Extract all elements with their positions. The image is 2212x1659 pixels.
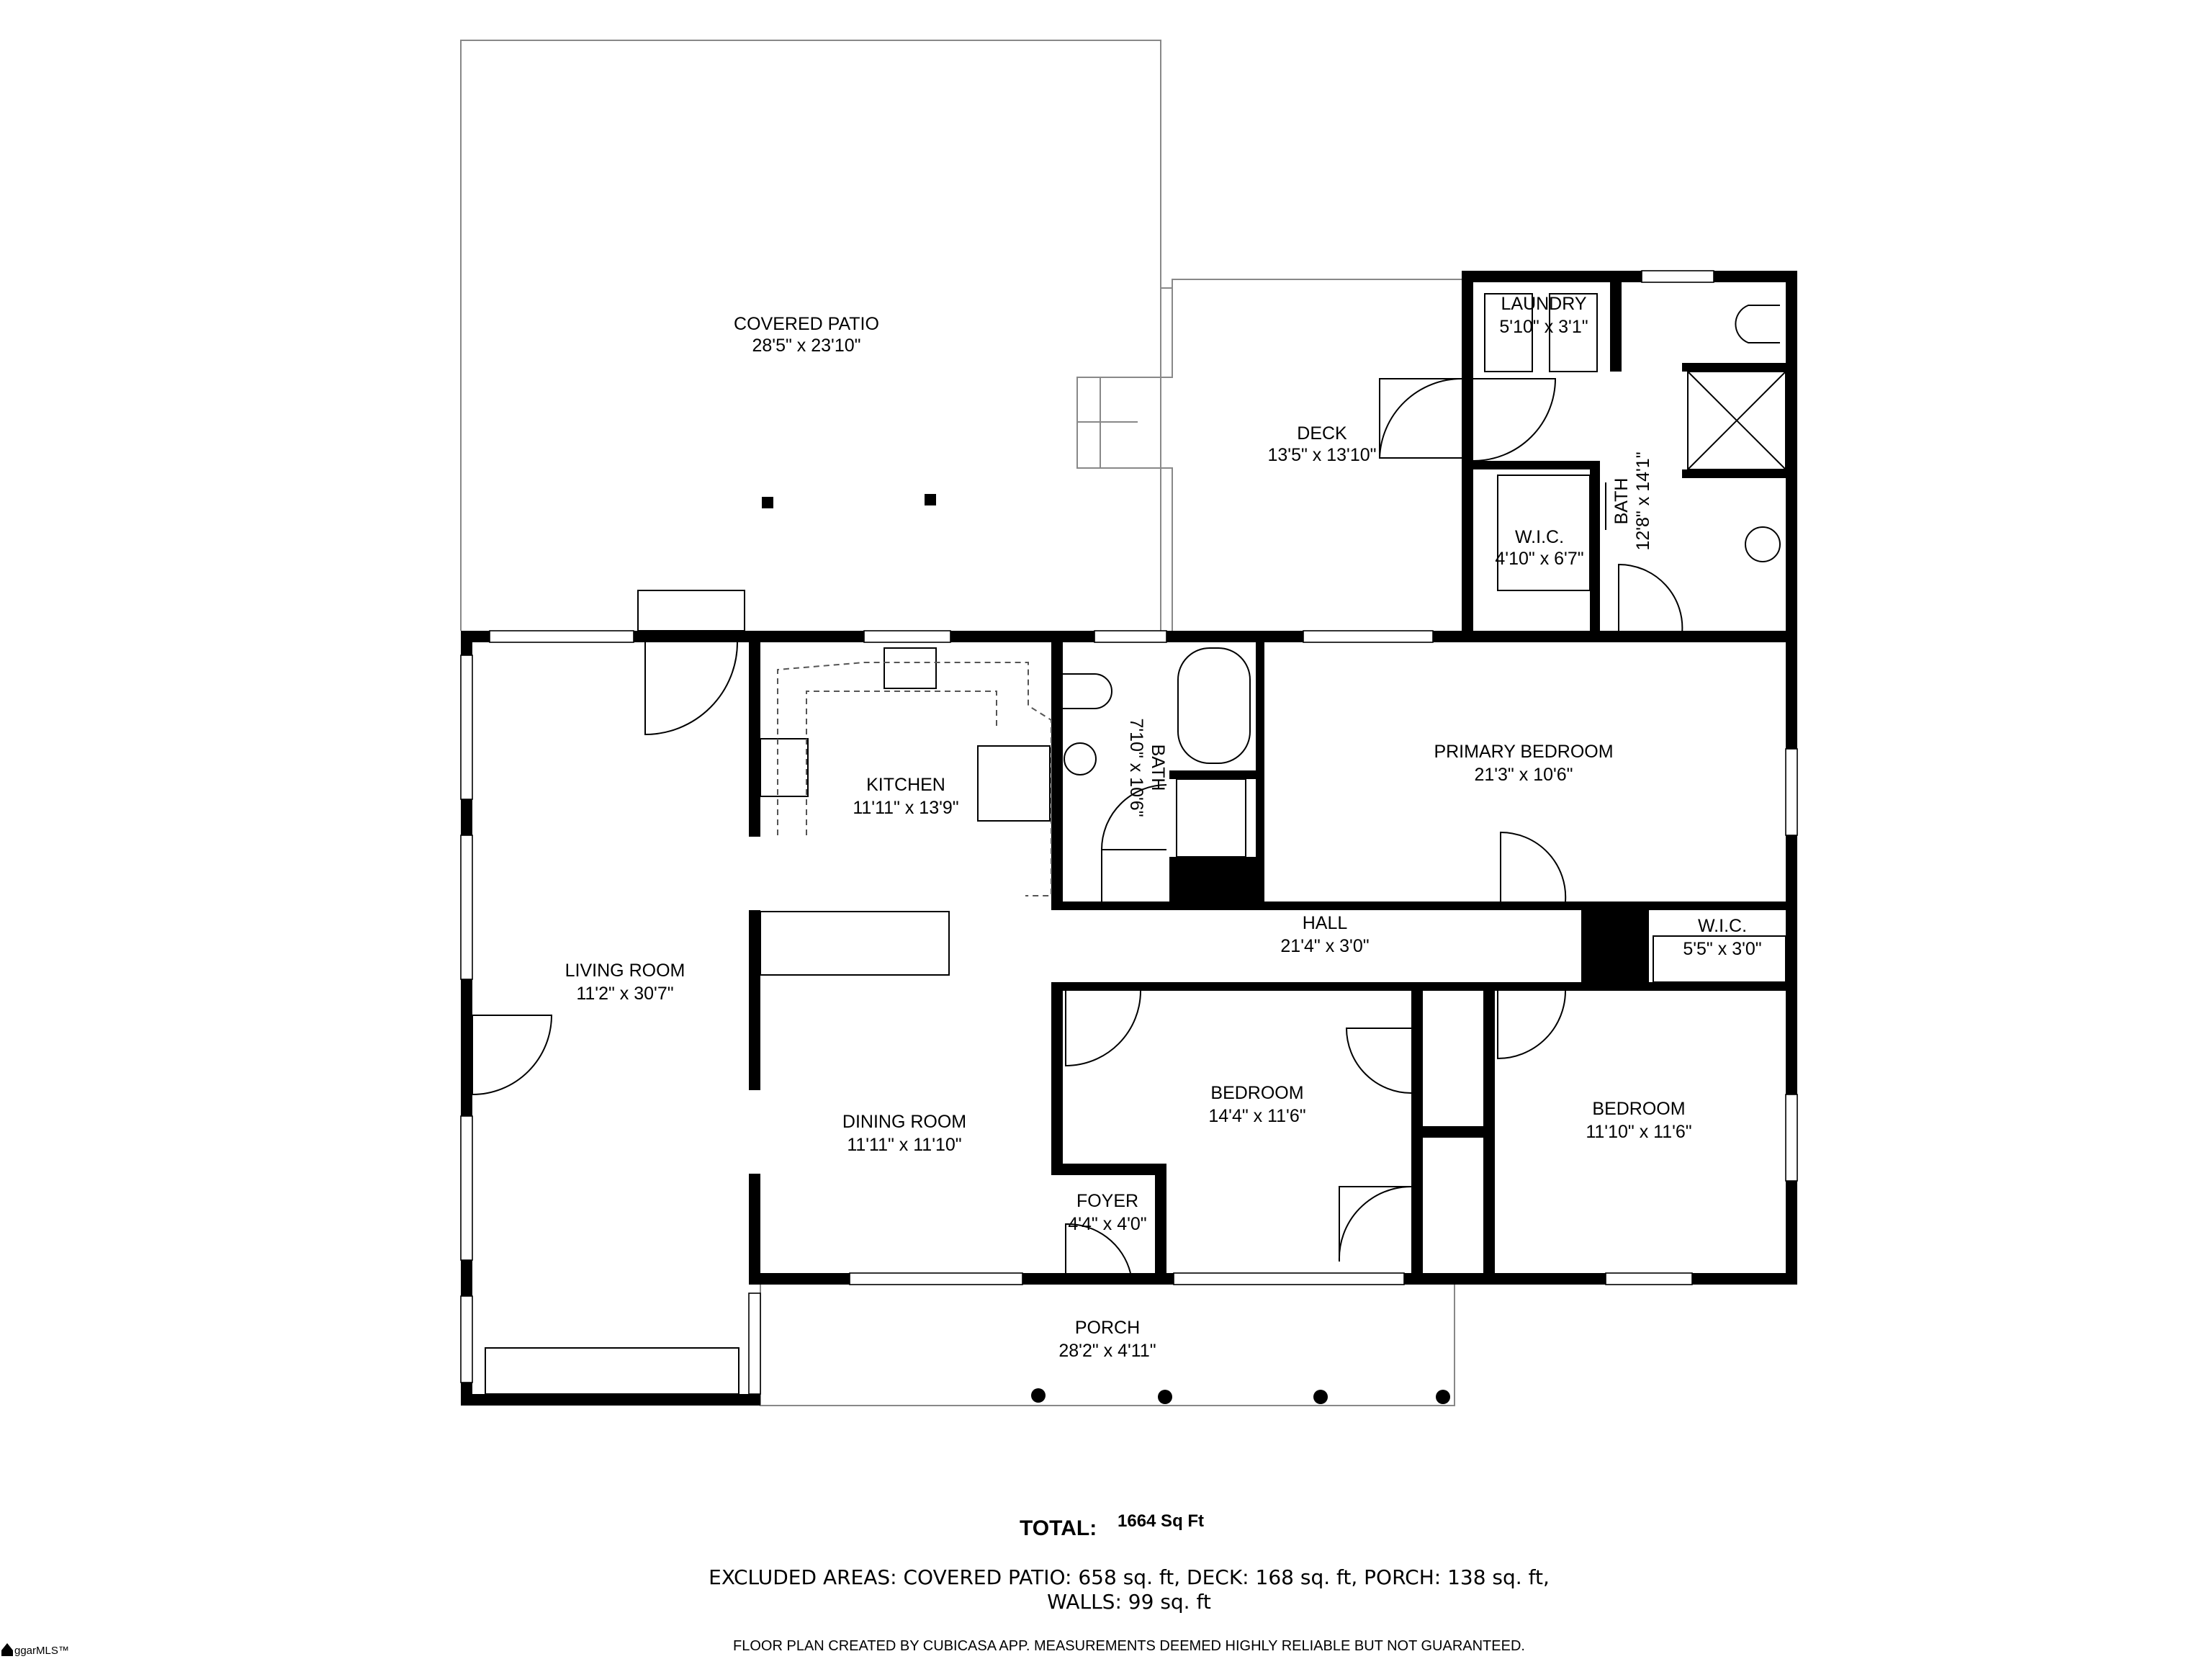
svg-text:W.I.C.: W.I.C. [1698,916,1747,936]
svg-text:28'2" x 4'11": 28'2" x 4'11" [1058,1341,1156,1361]
fixtures [485,293,1786,1395]
watermark-text: ggarMLS™ [14,1645,69,1657]
room-primary-bath: BATH 12'8" x 14'1" [1611,451,1653,550]
svg-text:HALL: HALL [1303,913,1348,933]
svg-text:13'5" x 13'10": 13'5" x 13'10" [1267,445,1376,465]
svg-text:11'10" x 11'6": 11'10" x 11'6" [1586,1122,1691,1142]
svg-text:BEDROOM: BEDROOM [1592,1099,1685,1119]
house-logo-icon [1,1643,13,1656]
room-wic: W.I.C. 5'5" x 3'0" [1683,916,1761,959]
svg-text:11'11" x 11'10": 11'11" x 11'10" [847,1135,961,1155]
walls-area: WALLS: 99 sq. ft [1047,1590,1211,1614]
svg-text:21'4" x 3'0": 21'4" x 3'0" [1280,936,1369,956]
room-bedroom-2: BEDROOM 11'10" x 11'6" [1586,1099,1691,1142]
svg-text:W.I.C.: W.I.C. [1515,527,1564,547]
total-label: TOTAL: [1020,1516,1097,1540]
kitchen-counter-outline [777,662,1052,896]
svg-text:4'4" x 4'0": 4'4" x 4'0" [1068,1214,1146,1234]
svg-text:14'4" x 11'6": 14'4" x 11'6" [1208,1106,1305,1126]
total-value: 1664 Sq Ft [1118,1511,1204,1531]
room-living-room: LIVING ROOM 11'2" x 30'7" [565,961,685,1004]
svg-text:5'5" x 3'0": 5'5" x 3'0" [1683,939,1761,959]
excluded-areas: EXCLUDED AREAS: COVERED PATIO: 658 sq. f… [709,1565,1550,1589]
room-primary-bedroom: PRIMARY BEDROOM 21'3" x 10'6" [1434,742,1613,785]
svg-text:BEDROOM: BEDROOM [1210,1083,1303,1103]
svg-text:LIVING ROOM: LIVING ROOM [565,961,685,981]
svg-text:LAUNDRY: LAUNDRY [1501,294,1586,314]
svg-text:BATH: BATH [1611,478,1632,525]
room-hall: HALL 21'4" x 3'0" [1280,913,1369,956]
svg-text:BATH: BATH [1148,745,1168,791]
area-summary: TOTAL: 1664 Sq Ft EXCLUDED AREAS: COVERE… [709,1511,1550,1654]
svg-text:PORCH: PORCH [1075,1318,1140,1338]
room-foyer: FOYER 4'4" x 4'0" [1068,1191,1146,1234]
windows [460,270,1798,1395]
svg-text:DINING ROOM: DINING ROOM [842,1112,966,1132]
deck-outline [1076,279,1463,631]
mls-watermark: ggarMLS™ [1,1643,69,1657]
room-laundry: LAUNDRY 5'10" x 3'1" [1499,294,1588,337]
disclaimer: FLOOR PLAN CREATED BY CUBICASA APP. MEAS… [733,1638,1525,1654]
svg-text:12'8" x 14'1": 12'8" x 14'1" [1633,451,1653,550]
room-deck: DECK 13'5" x 13'10" [1267,423,1376,465]
room-bedroom-1: BEDROOM 14'4" x 11'6" [1208,1083,1305,1126]
svg-text:FOYER: FOYER [1076,1191,1138,1211]
svg-text:28'5" x 23'10": 28'5" x 23'10" [752,336,860,356]
room-dining-room: DINING ROOM 11'11" x 11'10" [842,1112,966,1155]
svg-text:PRIMARY BEDROOM: PRIMARY BEDROOM [1434,742,1613,762]
svg-text:11'2" x 30'7": 11'2" x 30'7" [576,984,673,1004]
doors [472,378,1683,1274]
room-kitchen: KITCHEN 11'11" x 13'9" [853,775,958,818]
svg-text:4'10" x 6'7": 4'10" x 6'7" [1495,549,1583,569]
svg-text:5'10" x 3'1": 5'10" x 3'1" [1499,317,1588,337]
svg-text:11'11" x 13'9": 11'11" x 13'9" [853,798,958,818]
room-porch: PORCH 28'2" x 4'11" [1058,1318,1156,1361]
svg-text:7'10" x 10'6": 7'10" x 10'6" [1126,718,1146,817]
room-covered-patio: COVERED PATIO 28'5" x 23'10" [734,314,879,356]
svg-text:COVERED PATIO: COVERED PATIO [734,314,879,334]
room-primary-wic: W.I.C. 4'10" x 6'7" [1495,527,1583,569]
svg-text:21'3" x 10'6": 21'3" x 10'6" [1474,765,1573,785]
svg-text:KITCHEN: KITCHEN [866,775,945,795]
walls [461,271,1797,1406]
svg-text:DECK: DECK [1297,423,1347,444]
room-bath: BATH 7'10" x 10'6" [1126,718,1168,817]
